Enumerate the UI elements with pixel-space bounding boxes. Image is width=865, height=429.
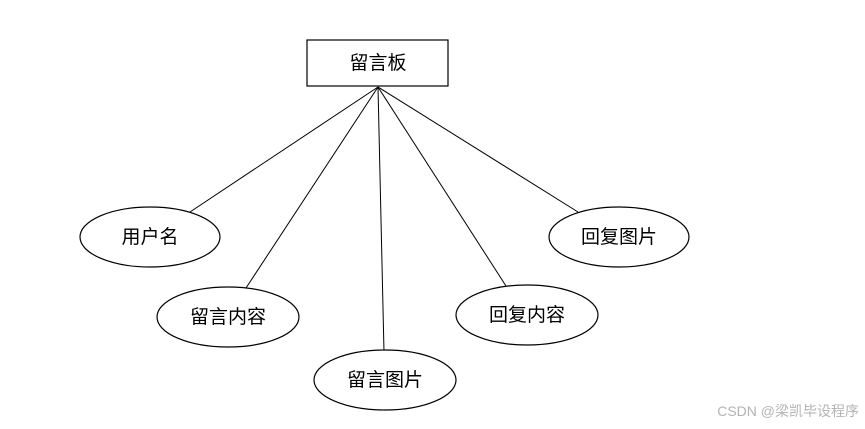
attribute-ellipse bbox=[156, 286, 300, 348]
attribute-label: 用户名 bbox=[121, 226, 178, 248]
entity-label: 留言板 bbox=[349, 52, 406, 74]
attribute-reply-image: 回复图片 bbox=[548, 206, 690, 268]
entity-message-board: 留言板 bbox=[306, 39, 449, 87]
connector-reply-content bbox=[377, 86, 507, 287]
attribute-reply-content: 回复内容 bbox=[455, 284, 599, 346]
attribute-username: 用户名 bbox=[79, 206, 221, 268]
attribute-ellipse bbox=[548, 206, 690, 268]
attribute-label: 留言内容 bbox=[190, 306, 266, 328]
attribute-ellipse bbox=[79, 206, 221, 268]
attribute-message-content: 留言内容 bbox=[156, 286, 300, 348]
connector-username bbox=[189, 86, 379, 213]
entity-box bbox=[306, 39, 449, 87]
connector-reply-image bbox=[377, 86, 579, 213]
attribute-label: 留言图片 bbox=[347, 369, 423, 391]
attribute-label: 回复内容 bbox=[489, 304, 565, 326]
watermark: CSDN @梁凯毕设程序 bbox=[717, 403, 859, 419]
attribute-ellipse bbox=[455, 284, 599, 346]
attribute-message-image: 留言图片 bbox=[313, 349, 457, 411]
connector-message-content bbox=[245, 86, 379, 289]
attribute-label: 回复图片 bbox=[581, 226, 657, 248]
connector-message-image bbox=[377, 86, 385, 353]
attribute-ellipse bbox=[313, 349, 457, 411]
